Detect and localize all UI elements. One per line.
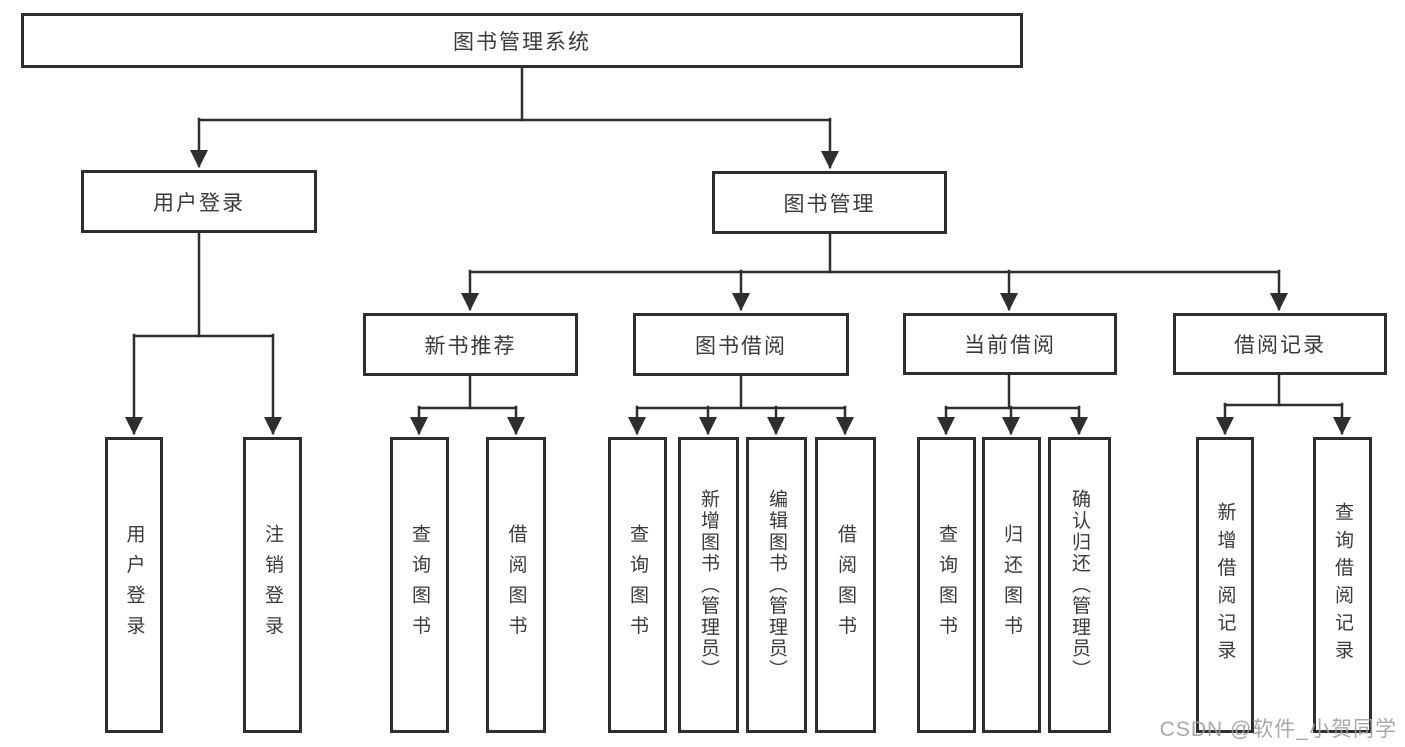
leaf-query-books: 查询图书	[608, 437, 667, 733]
node-label: 借阅图书	[505, 524, 527, 646]
node-label: 借阅记录	[1234, 334, 1326, 357]
node-label: 查询图书	[627, 524, 648, 646]
node-label: 图书管理	[783, 192, 876, 216]
node-label: 用户登录	[123, 524, 145, 646]
leaf-logout: 注销登录	[243, 437, 302, 733]
node-label: 查询图书	[936, 524, 957, 646]
node-label: 图书借阅	[695, 334, 787, 358]
node-current-borrowing: 当前借阅	[903, 313, 1117, 375]
node-library-management-system: 图书管理系统	[21, 13, 1023, 68]
node-label: 归还图书	[1001, 524, 1022, 646]
node-label: 图书管理系统	[453, 30, 591, 54]
leaf-return-books: 归还图书	[982, 437, 1041, 733]
node-label: 注销登录	[262, 524, 283, 646]
leaf-edit-books-admin: 编辑图书（管理员）	[746, 437, 807, 733]
node-label: 新增借阅记录	[1214, 502, 1236, 668]
node-label: 借阅图书	[835, 524, 856, 646]
leaf-add-borrow-record: 新增借阅记录	[1196, 437, 1254, 733]
node-label: 新书推荐	[424, 334, 517, 358]
leaf-confirm-return-admin: 确认归还（管理员）	[1048, 437, 1111, 733]
leaf-user-login: 用户登录	[105, 437, 163, 733]
node-label: 查询借阅记录	[1332, 502, 1353, 668]
node-label: 当前借阅	[964, 334, 1056, 357]
node-label: 用户登录	[153, 191, 245, 215]
node-user-login-branch: 用户登录	[81, 170, 317, 233]
node-label: 确认归还（管理员）	[1069, 489, 1090, 681]
node-label: 编辑图书（管理员）	[766, 489, 787, 681]
leaf-query-borrow-record: 查询借阅记录	[1313, 437, 1372, 733]
leaf-add-books-admin: 新增图书（管理员）	[678, 437, 739, 733]
leaf-borrow-books: 借阅图书	[486, 437, 546, 733]
node-label: 新增图书（管理员）	[698, 489, 719, 681]
node-new-book-recommendation: 新书推荐	[363, 313, 578, 376]
leaf-query-books: 查询图书	[917, 437, 976, 733]
node-book-management-branch: 图书管理	[712, 171, 947, 234]
leaf-query-books: 查询图书	[390, 437, 449, 733]
csdn-watermark: CSDN @软件_小贺同学	[1159, 718, 1397, 741]
leaf-borrow-books: 借阅图书	[815, 437, 876, 733]
node-label: 查询图书	[409, 524, 430, 646]
node-book-borrowing: 图书借阅	[633, 313, 849, 376]
node-borrowing-records: 借阅记录	[1173, 313, 1387, 375]
